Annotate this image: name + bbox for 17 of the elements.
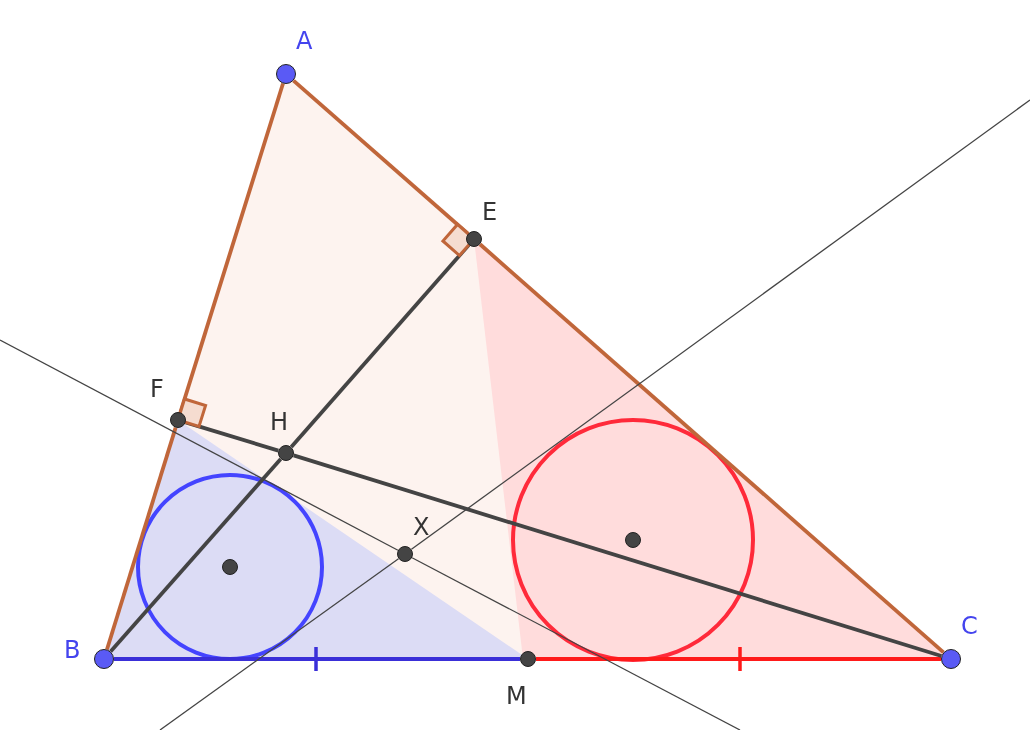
line: [410, 99, 1030, 550]
line-segment: [109, 457, 283, 653]
point-label: B: [64, 637, 81, 663]
line: [159, 558, 400, 730]
line-segment: [105, 427, 178, 650]
point-label: A: [296, 28, 313, 54]
point-label: F: [150, 376, 164, 402]
line-segment: [536, 657, 941, 661]
point-label: M: [506, 683, 527, 709]
line-segment: [114, 657, 520, 661]
point-label: H: [270, 409, 289, 435]
point-label: X: [413, 514, 430, 540]
line: [411, 557, 741, 730]
point-label: E: [482, 199, 498, 225]
point-label: C: [961, 613, 978, 639]
line-segment: [293, 453, 942, 658]
line: [0, 339, 399, 551]
